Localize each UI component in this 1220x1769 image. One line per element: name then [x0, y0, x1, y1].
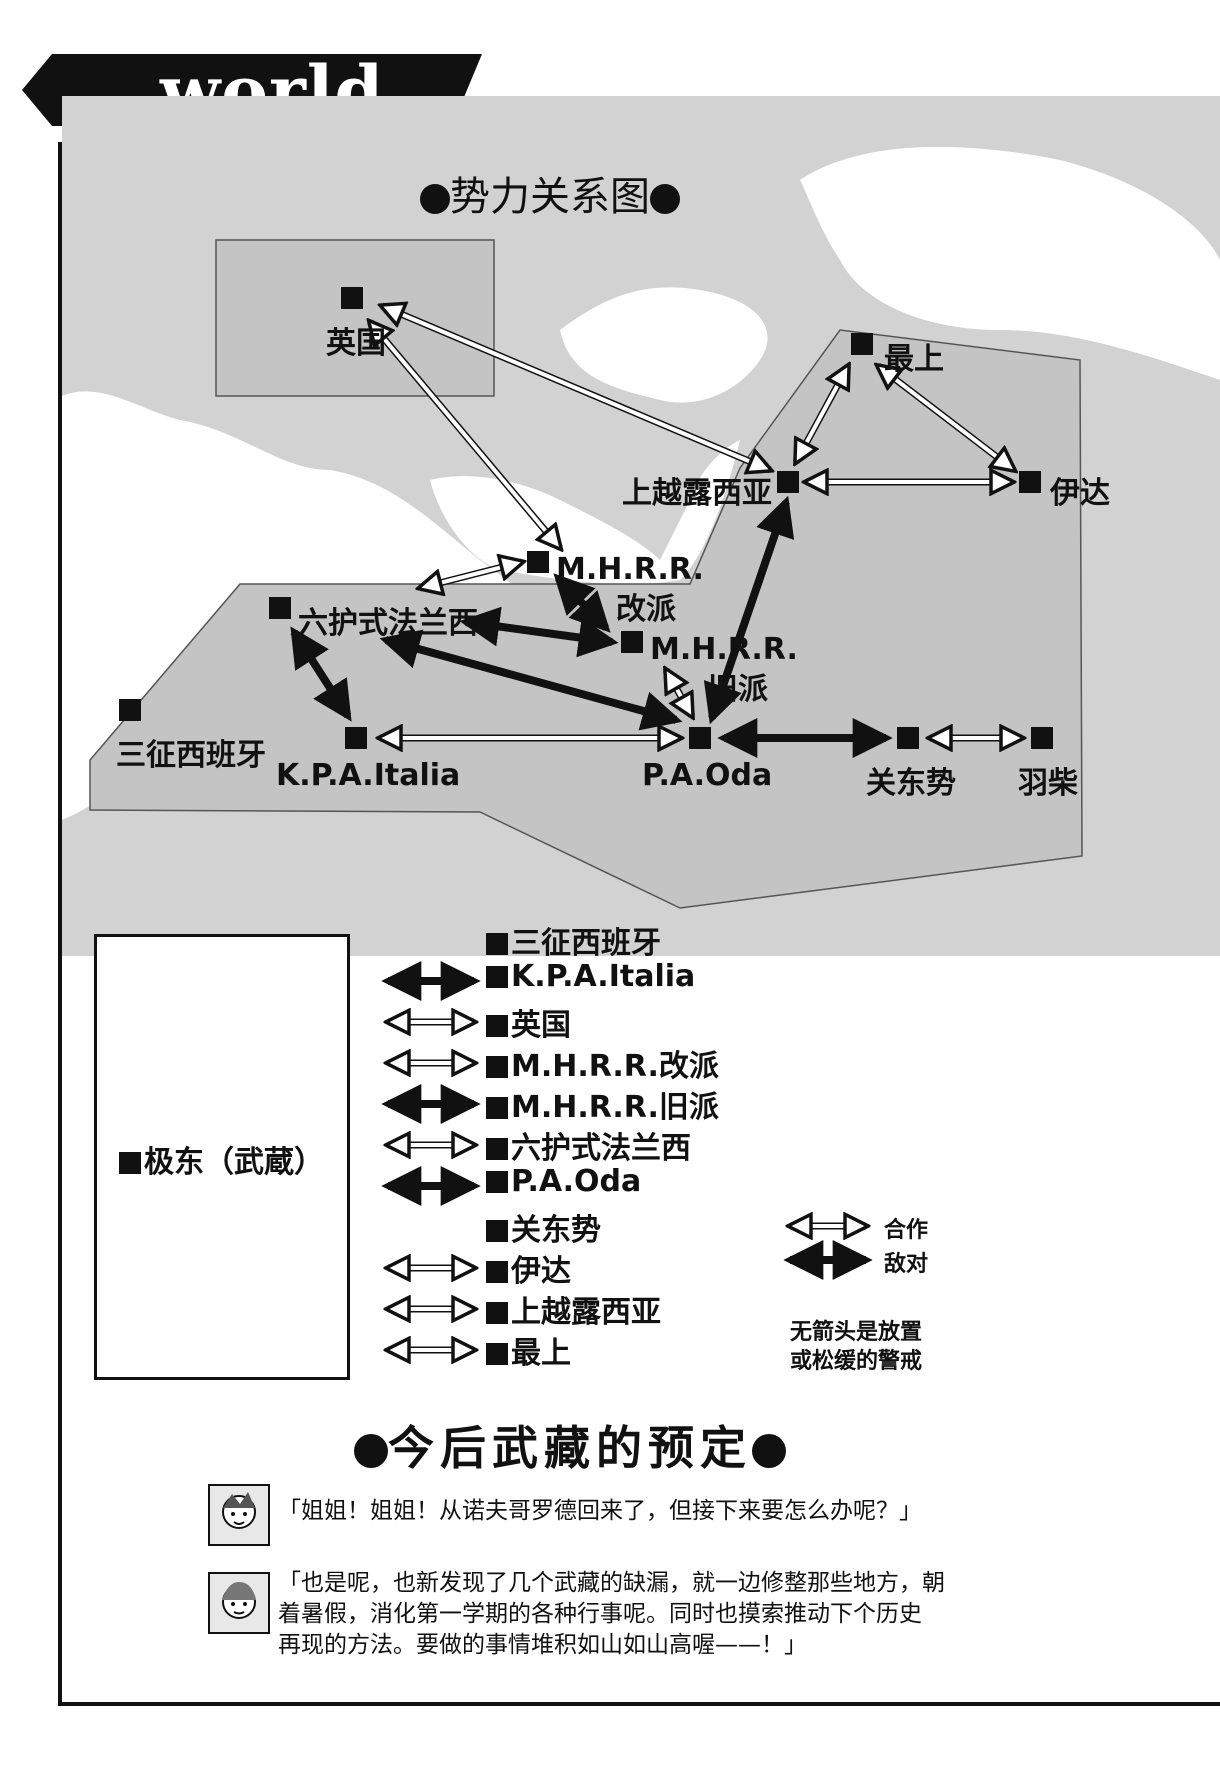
- node-label-mhrr-kyu-1: M.H.R.R.: [650, 632, 798, 667]
- node-markers: [119, 287, 1053, 749]
- legend-item: 关东势: [486, 1205, 601, 1249]
- land-mass-northeast: [800, 146, 1220, 380]
- node-square-icon: [486, 933, 508, 955]
- arrow-rokugo-kpa: [290, 626, 352, 722]
- node-label-kpa: K.P.A.Italia: [276, 758, 461, 793]
- dialog-1: 「姐姐！姐姐！从诺夫哥罗德回来了，但接下来要怎么办呢？」: [278, 1498, 922, 1524]
- node-marker-pa_oda: [689, 727, 711, 749]
- node-marker-date: [1019, 471, 1041, 493]
- node-marker-kpa: [345, 727, 367, 749]
- legend-item-label: 伊达: [511, 1254, 571, 1289]
- avatar-sister-1: [208, 1484, 270, 1546]
- bullet-dot-icon: [420, 184, 450, 214]
- avatar-sister-2: [208, 1572, 270, 1634]
- node-marker-rokugo: [269, 597, 291, 619]
- plan-title: 今后武藏的预定: [388, 1421, 752, 1475]
- node-square-icon: [486, 1302, 508, 1324]
- node-label-eikoku: 英国: [326, 326, 386, 361]
- node-square-icon: [486, 1171, 508, 1193]
- node-marker-mhrr_kai: [527, 551, 549, 573]
- key-note-line1: 无箭头是放置: [790, 1320, 923, 1345]
- arrow-mhrr-kai-rokugo: [420, 562, 522, 588]
- legend-item-label: 六护式法兰西: [511, 1131, 691, 1166]
- node-square-icon: [486, 1138, 508, 1160]
- legend-item-label: 上越露西亚: [511, 1295, 661, 1330]
- dialog-2-line-3: 再现的方法。要做的事情堆积如山如山高喔——！」: [278, 1632, 807, 1658]
- key-hostile-label: 敌对: [884, 1252, 929, 1277]
- relationship-map: [62, 96, 1220, 956]
- arrow-eikoku-mhrr-kai: [370, 322, 560, 548]
- node-square-icon: [486, 1261, 508, 1283]
- node-label-kantou: 关东势: [866, 766, 956, 801]
- legend-item: P.A.Oda: [486, 1164, 641, 1199]
- node-square-icon: [486, 1015, 508, 1037]
- node-label-mhrr-kyu-2: 旧派: [708, 672, 768, 707]
- key-cooperate-label: 合作: [884, 1218, 929, 1243]
- node-square-icon: [486, 1056, 508, 1078]
- node-label-rokugo: 六护式法兰西: [298, 606, 478, 641]
- map-title: 势力关系图: [450, 174, 650, 220]
- node-square-icon: [486, 966, 508, 988]
- bullet-dot-icon: [650, 184, 680, 214]
- legend-item-label: 英国: [511, 1008, 571, 1043]
- node-square-icon: [486, 1343, 508, 1365]
- node-marker-uesugi: [777, 471, 799, 493]
- legend-item: 上越露西亚: [486, 1287, 661, 1331]
- node-label-hashiba: 羽柴: [1018, 766, 1078, 801]
- dialog-2-line-1: 「也是呢，也新发现了几个武藏的缺漏，就一边修整那些地方，朝: [278, 1570, 945, 1596]
- legend-item-label: K.P.A.Italia: [511, 959, 696, 994]
- legend-item-label: M.H.R.R.改派: [511, 1049, 719, 1084]
- arrow-mogami-date: [878, 366, 1014, 470]
- node-marker-hashiba: [1031, 727, 1053, 749]
- node-square-icon: [486, 1220, 508, 1242]
- arrow-mhrr-kyu-pa-oda: [666, 670, 692, 716]
- legend-item-label: 三征西班牙: [511, 926, 661, 961]
- legend-item-label: M.H.R.R.旧派: [511, 1090, 719, 1125]
- legend-item: K.P.A.Italia: [486, 959, 695, 994]
- key-note-line2: 或松缓的警戒: [790, 1349, 923, 1374]
- legend-item-label: 最上: [511, 1336, 571, 1371]
- node-label-uesugi: 上越露西亚: [622, 476, 772, 511]
- page-frame: [58, 142, 1220, 1706]
- legend-item-label: P.A.Oda: [511, 1164, 642, 1199]
- node-square-icon: [119, 1152, 141, 1174]
- legend-item: 三征西班牙: [486, 918, 661, 962]
- legend-item: 伊达: [486, 1246, 571, 1290]
- node-label-mhrr-kai-1: M.H.R.R.: [556, 552, 704, 587]
- node-marker-eikoku: [341, 287, 363, 309]
- node-label-sansei: 三征西班牙: [116, 738, 266, 773]
- legend-arrows: [381, 961, 873, 1400]
- relation-arrows: [290, 306, 1022, 758]
- node-label-mogami: 最上: [884, 342, 944, 377]
- node-label-date: 伊达: [1050, 476, 1110, 511]
- arrow-mogami-uesugi: [792, 366, 852, 462]
- legend-item: 六护式法兰西: [486, 1123, 691, 1167]
- dialog-2-line-2: 着暑假，消化第一学期的各种行事呢。同时也摸索推动下个历史: [278, 1601, 922, 1627]
- arrow-rokugo-pa-oda: [379, 629, 683, 731]
- musashi-label: 极东（武蔵）: [144, 1145, 324, 1180]
- arrow-uesugi-pa-oda: [703, 495, 795, 725]
- legend-item: 英国: [486, 1000, 571, 1044]
- legend-item: M.H.R.R.改派: [486, 1041, 719, 1085]
- node-marker-sansei: [119, 699, 141, 721]
- node-label-pa-oda: P.A.Oda: [642, 758, 773, 793]
- node-marker-kantou: [897, 727, 919, 749]
- node-label-mhrr-kai-2: 改派: [616, 592, 676, 627]
- bullet-dot-icon: [354, 1434, 388, 1468]
- node-marker-mhrr_kyu: [621, 631, 643, 653]
- musashi-box: 极东（武蔵）: [94, 934, 350, 1380]
- map-title-wrap: 势力关系图: [420, 164, 680, 222]
- node-square-icon: [486, 1097, 508, 1119]
- bullet-dot-icon: [752, 1434, 786, 1468]
- legend-item: M.H.R.R.旧派: [486, 1082, 719, 1126]
- node-marker-mogami: [851, 333, 873, 355]
- plan-title-wrap: 今后武藏的预定: [354, 1412, 786, 1478]
- musashi-label-wrap: 极东（武蔵）: [119, 1137, 324, 1181]
- legend-item: 最上: [486, 1328, 571, 1372]
- legend-item-label: 关东势: [511, 1213, 601, 1248]
